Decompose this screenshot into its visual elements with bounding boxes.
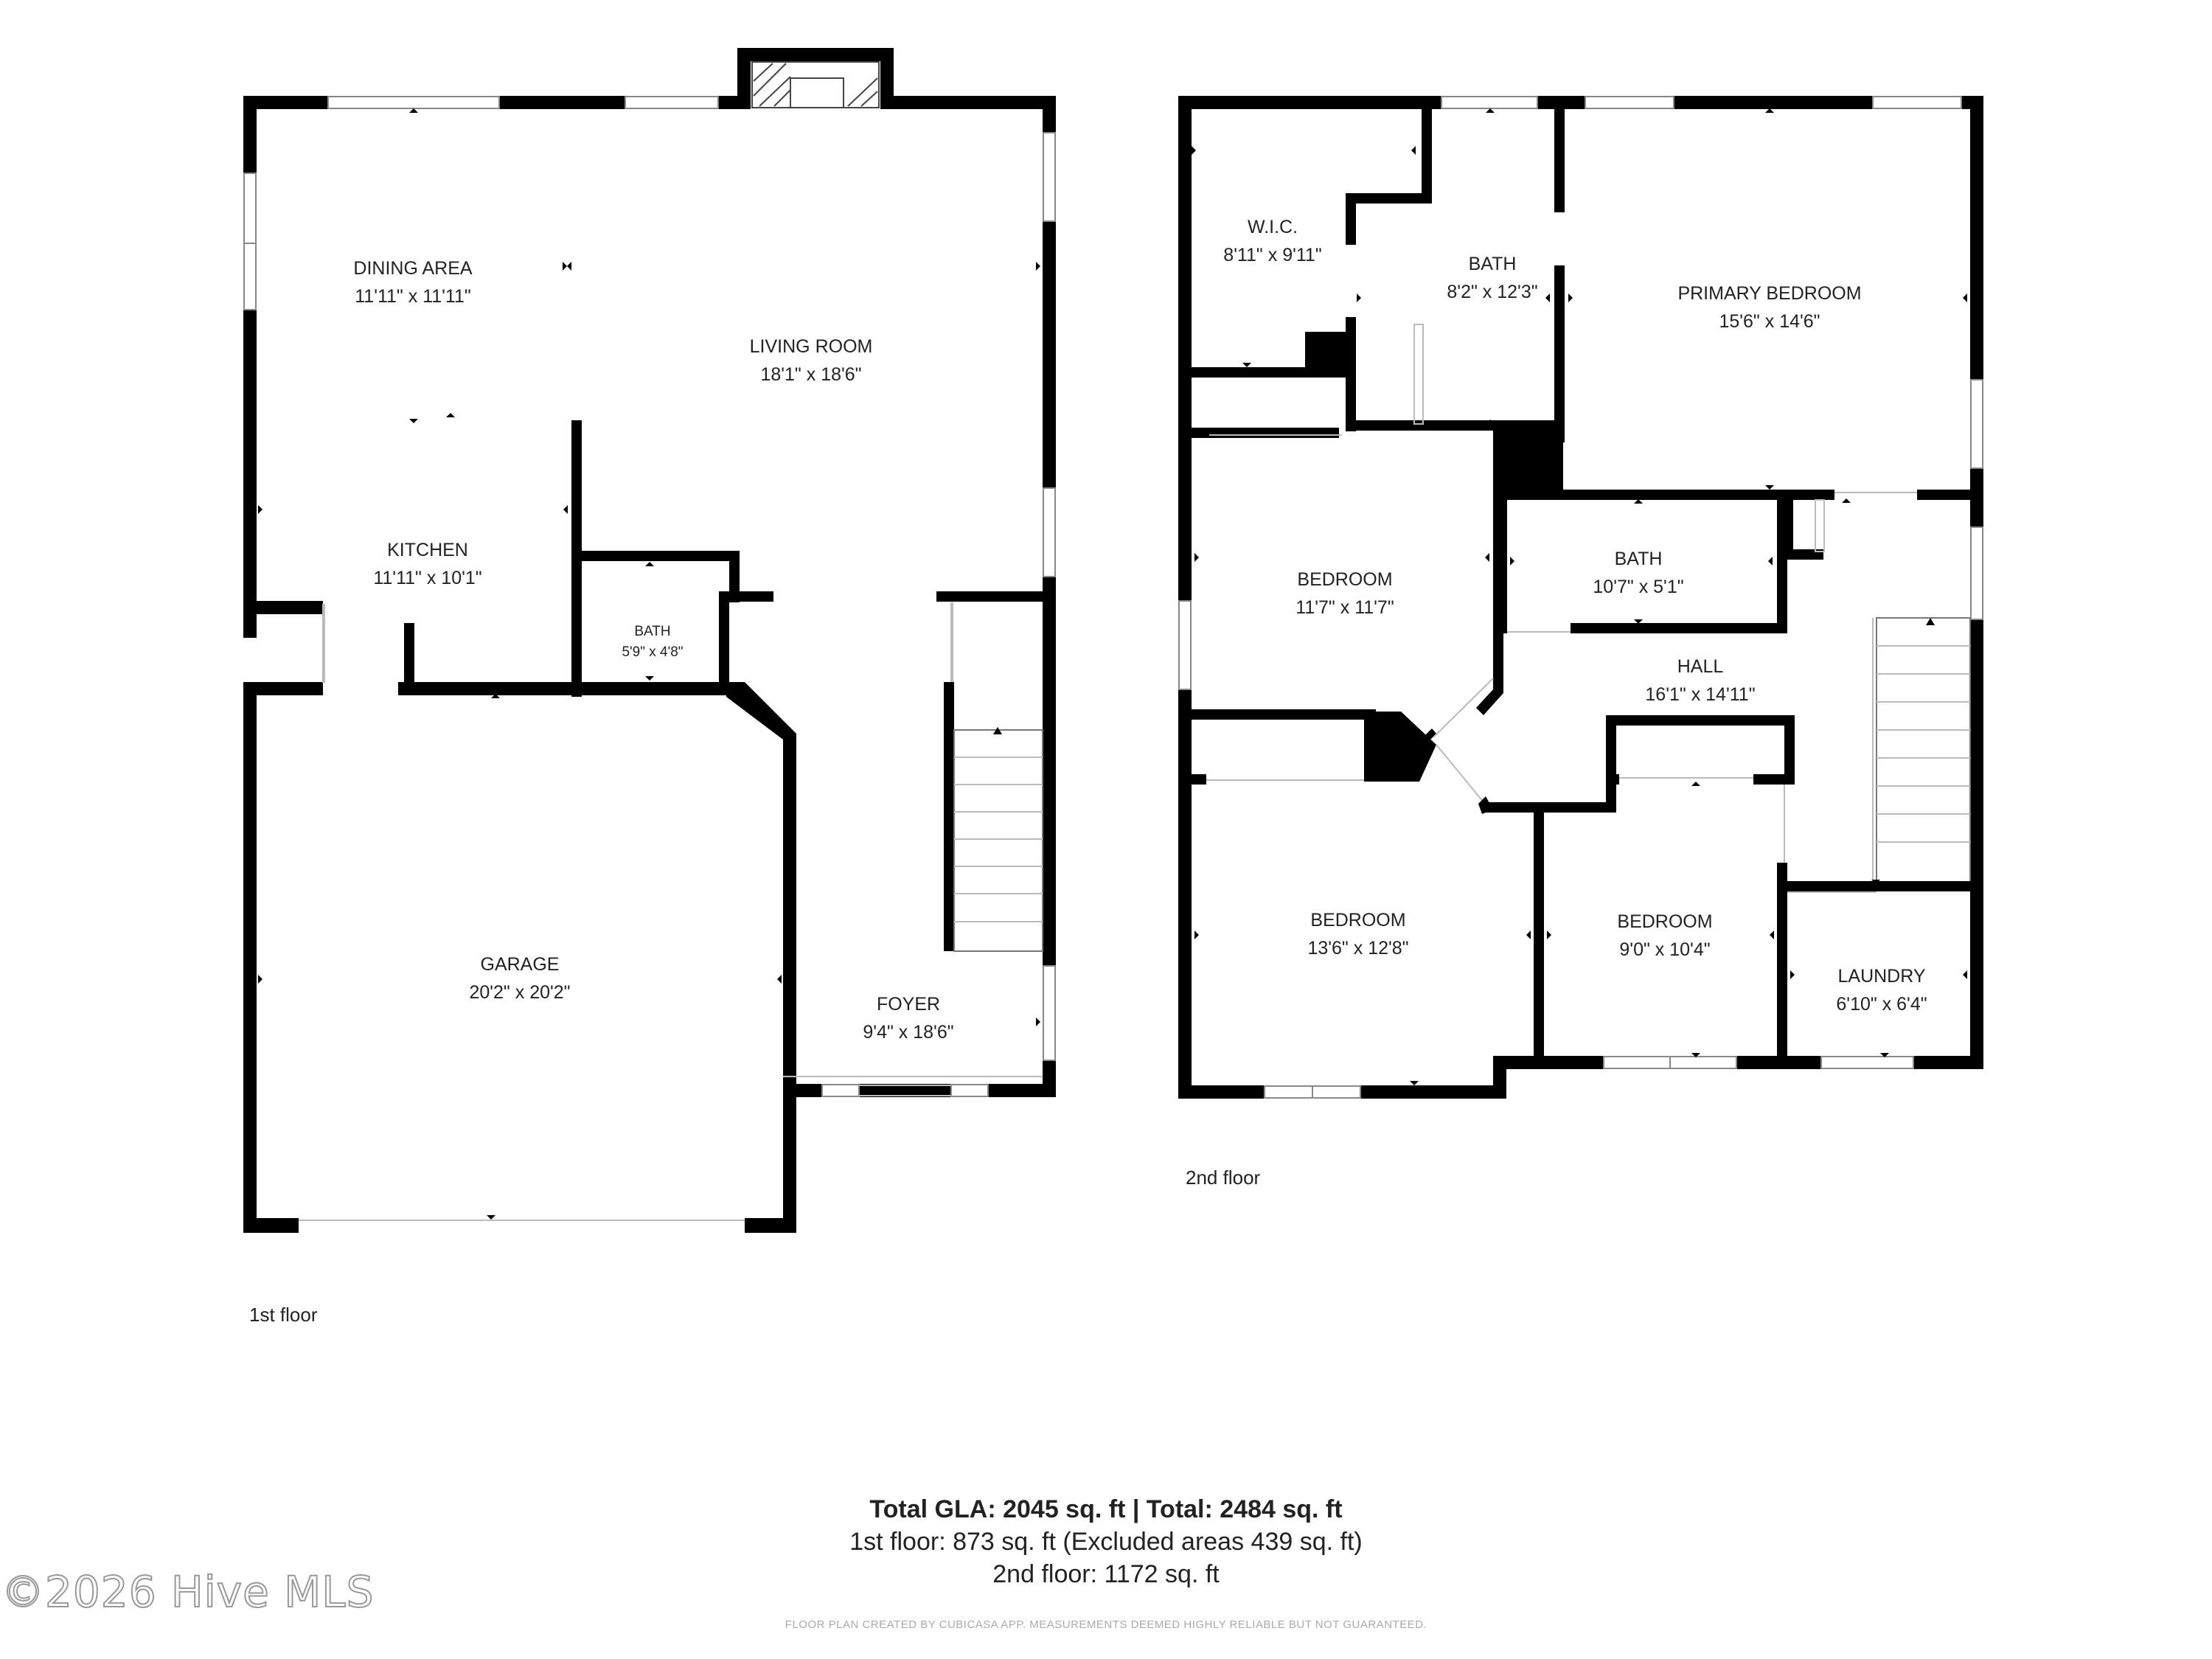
wic-name: W.I.C. [1248, 217, 1298, 237]
second-floor-plan [1178, 96, 1983, 1099]
second-floor-label: 2nd floor [1186, 1166, 1261, 1189]
foyer-name: FOYER [877, 994, 940, 1015]
disclaimer-text: FLOOR PLAN CREATED BY CUBICASA APP. MEAS… [785, 1618, 1427, 1631]
first-floor-area-line: 1st floor: 873 sq. ft (Excluded areas 43… [849, 1528, 1363, 1556]
stairs-first-floor [944, 682, 1043, 952]
garage-name: GARAGE [481, 954, 560, 975]
second-floor-bath-1-name: BATH [1469, 254, 1517, 274]
hall-name: HALL [1677, 656, 1724, 677]
first-floor-label: 1st floor [249, 1304, 318, 1326]
fireplace-hatch [751, 61, 880, 108]
primary-bedroom-name: PRIMARY BEDROOM [1677, 283, 1861, 304]
copyright-watermark: ©2026 Hive MLS [1, 1566, 375, 1618]
kitchen-name: KITCHEN [387, 540, 468, 560]
second-floor-area-line: 2nd floor: 1172 sq. ft [992, 1560, 1220, 1588]
second-floor-bath-2-dims: 10'7" x 5'1" [1593, 577, 1683, 597]
bedroom-1-name: BEDROOM [1297, 569, 1392, 590]
primary-bedroom-dims: 15'6" x 14'6" [1719, 311, 1820, 332]
kitchen-dims: 11'11" x 10'1" [373, 568, 481, 588]
area-totals: Total GLA: 2045 sq. ft | Total: 2484 sq.… [0, 1493, 2212, 1590]
bedroom-3-dims: 9'0" x 10'4" [1619, 939, 1710, 960]
second-floor-bath-2-name: BATH [1615, 549, 1663, 569]
first-floor-bath-dims: 5'9" x 4'8" [622, 644, 683, 660]
dining-area-dims: 11'11" x 11'11" [355, 286, 471, 307]
laundry-name: LAUNDRY [1837, 966, 1925, 987]
hall-dims: 16'1" x 14'11" [1645, 684, 1755, 705]
living-room-dims: 18'1" x 18'6" [760, 364, 861, 385]
bedroom-2-dims: 13'6" x 12'8" [1307, 938, 1408, 959]
stairs-second-floor [1872, 617, 1971, 885]
garage-dims: 20'2" x 20'2" [469, 982, 570, 1003]
first-floor-bath-name: BATH [634, 624, 670, 639]
bedroom-2-name: BEDROOM [1310, 910, 1405, 931]
foyer-dims: 9'4" x 18'6" [863, 1022, 953, 1043]
living-room-name: LIVING ROOM [750, 336, 873, 357]
total-gla-line: Total GLA: 2045 sq. ft | Total: 2484 sq.… [869, 1495, 1343, 1523]
laundry-dims: 6'10" x 6'4" [1836, 994, 1927, 1015]
bedroom-3-name: BEDROOM [1617, 911, 1712, 932]
room-labels: DINING AREA 11'11" x 11'11" LIVING ROOM … [353, 217, 1927, 1043]
dining-area-name: DINING AREA [353, 258, 472, 279]
bedroom-1-dims: 11'7" x 11'7" [1295, 597, 1394, 618]
wic-dims: 8'11" x 9'11" [1223, 245, 1321, 265]
first-floor-plan [243, 48, 1056, 1233]
second-floor-bath-1-dims: 8'2" x 12'3" [1447, 282, 1537, 302]
